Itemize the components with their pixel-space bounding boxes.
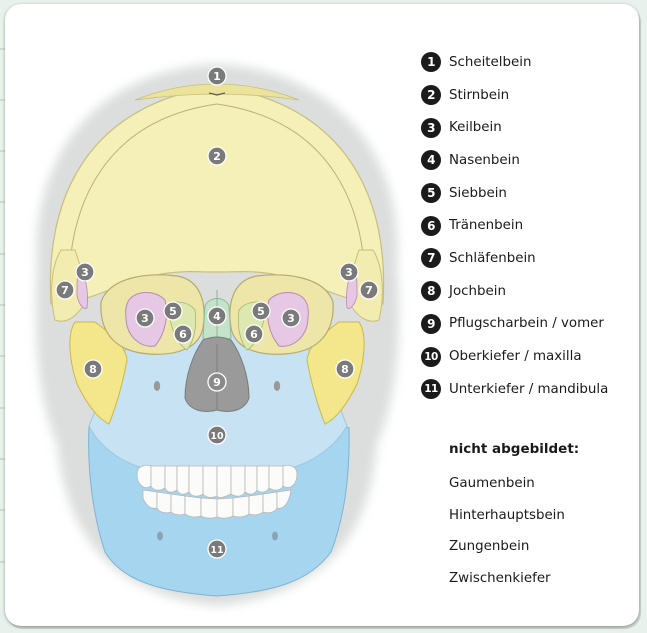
legend-number: 10 — [421, 347, 441, 367]
legend-item: 2 Stirnbein — [421, 79, 633, 112]
marker-3-orbit-right: 3 — [282, 309, 300, 327]
marker-7-right: 7 — [360, 281, 378, 299]
svg-text:3: 3 — [141, 312, 149, 325]
legend-label: Stirnbein — [449, 88, 509, 103]
svg-text:9: 9 — [213, 376, 221, 389]
legend-item: 8 Jochbein — [421, 275, 633, 308]
legend-label: Siebbein — [449, 186, 507, 201]
marker-6-left: 6 — [174, 325, 192, 343]
svg-text:3: 3 — [287, 312, 295, 325]
marker-3-temple-right: 3 — [340, 263, 358, 281]
legend-number: 7 — [421, 248, 441, 268]
marker-5-left: 5 — [164, 302, 182, 320]
legend-item: 5 Siebbein — [421, 177, 633, 210]
legend-item: 1 Scheitelbein — [421, 46, 633, 79]
legend-label: Pflugscharbein / vomer — [449, 316, 604, 331]
marker-11: 11 — [208, 540, 226, 558]
svg-text:1: 1 — [213, 70, 221, 83]
mental-foramen-right — [272, 532, 278, 541]
legend-item: 3 Keilbein — [421, 111, 633, 144]
svg-text:8: 8 — [89, 363, 97, 376]
legend-item: 4 Nasenbein — [421, 144, 633, 177]
foramen-left — [154, 381, 160, 391]
svg-text:8: 8 — [341, 363, 349, 376]
svg-text:11: 11 — [210, 545, 223, 556]
legend-label: Unterkiefer / mandibula — [449, 382, 608, 397]
svg-text:6: 6 — [250, 328, 258, 341]
marker-1: 1 — [208, 67, 226, 85]
legend-item: 10 Oberkiefer / maxilla — [421, 340, 633, 373]
not-shown-item: Zwischenkiefer — [449, 563, 565, 595]
legend-item: 11 Unterkiefer / mandibula — [421, 373, 633, 406]
marker-10: 10 — [208, 426, 226, 444]
marker-7-left: 7 — [56, 281, 74, 299]
legend-number: 3 — [421, 118, 441, 138]
legend-label: Jochbein — [449, 284, 506, 299]
legend-number: 6 — [421, 216, 441, 236]
svg-text:2: 2 — [213, 150, 221, 163]
legend-item: 7 Schläfenbein — [421, 242, 633, 275]
legend-item: 6 Tränenbein — [421, 209, 633, 242]
svg-text:5: 5 — [257, 305, 265, 318]
not-shown-item: Hinterhauptsbein — [449, 500, 565, 532]
legend-label: Oberkiefer / maxilla — [449, 349, 582, 364]
legend-number: 1 — [421, 52, 441, 72]
marker-3-temple-left: 3 — [76, 263, 94, 281]
marker-4: 4 — [208, 307, 226, 325]
svg-text:3: 3 — [81, 266, 89, 279]
legend-label: Scheitelbein — [449, 55, 531, 70]
legend-label: Keilbein — [449, 120, 502, 135]
marker-3-orbit-left: 3 — [136, 309, 154, 327]
legend-number: 9 — [421, 314, 441, 334]
legend-number: 2 — [421, 85, 441, 105]
legend-number: 5 — [421, 183, 441, 203]
mental-foramen-left — [157, 532, 163, 541]
svg-text:6: 6 — [179, 328, 187, 341]
marker-2: 2 — [208, 147, 226, 165]
not-shown-item: Zungenbein — [449, 531, 565, 563]
marker-9: 9 — [208, 373, 226, 391]
svg-text:7: 7 — [365, 284, 373, 297]
not-shown-item: Gaumenbein — [449, 468, 565, 500]
svg-text:4: 4 — [213, 310, 221, 323]
svg-text:7: 7 — [61, 284, 69, 297]
not-shown-list: Gaumenbein Hinterhauptsbein Zungenbein Z… — [449, 468, 565, 594]
marker-6-right: 6 — [245, 325, 263, 343]
marker-8-right: 8 — [336, 360, 354, 378]
legend-item: 9 Pflugscharbein / vomer — [421, 308, 633, 341]
foramen-right — [274, 381, 280, 391]
svg-text:3: 3 — [345, 266, 353, 279]
legend-label: Nasenbein — [449, 153, 520, 168]
svg-text:5: 5 — [169, 305, 177, 318]
marker-8-left: 8 — [84, 360, 102, 378]
legend-number: 4 — [421, 150, 441, 170]
legend-number: 8 — [421, 281, 441, 301]
marker-5-right: 5 — [252, 302, 270, 320]
svg-text:10: 10 — [210, 431, 224, 442]
legend-number: 11 — [421, 379, 441, 399]
bone-legend: 1 Scheitelbein 2 Stirnbein 3 Keilbein 4 Nase… — [421, 46, 633, 406]
legend-label: Schläfenbein — [449, 251, 536, 266]
not-shown-title: nicht abgebildet: — [449, 441, 579, 457]
legend-label: Tränenbein — [449, 218, 523, 233]
